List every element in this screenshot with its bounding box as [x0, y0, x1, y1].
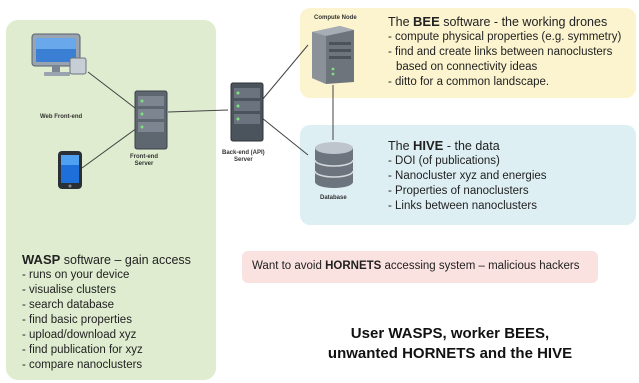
- smartphone-icon: [58, 151, 82, 189]
- frontend-server-icon: [134, 90, 168, 150]
- link-backend-database: [261, 117, 309, 156]
- wasp-item: - find basic properties: [22, 314, 132, 326]
- wasp-title: WASP software – gain access: [22, 252, 191, 267]
- bee-panel: [300, 8, 636, 98]
- bee-item: based on connectivity ideas: [396, 61, 538, 73]
- bee-item: - find and create links between nanoclus…: [388, 46, 613, 58]
- hive-list: - DOI (of publications) - Nanocluster xy…: [388, 154, 547, 214]
- caption-line-1: User WASPS, worker BEES,: [350, 325, 550, 342]
- bee-item: - compute physical properties (e.g. symm…: [388, 31, 622, 43]
- database-icon: [314, 142, 354, 188]
- backend-server-icon: [230, 82, 264, 142]
- link-phone-frontend: [81, 127, 138, 169]
- link-monitor-frontend: [87, 71, 136, 109]
- database-label: Database: [320, 195, 347, 201]
- link-frontend-backend: [167, 109, 229, 113]
- hornets-panel: [242, 251, 598, 283]
- bee-title: The BEE software - the working drones: [388, 14, 608, 29]
- wasp-list: - runs on your device - visualise cluste…: [22, 268, 191, 373]
- wasp-item: - upload/download xyz: [22, 329, 137, 341]
- wasp-item: - search database: [22, 299, 115, 311]
- backend-server-label: Back-end (API) Server: [222, 150, 265, 163]
- bee-description: The BEE software - the working drones - …: [388, 14, 621, 90]
- wasp-description: WASP software – gain access - runs on yo…: [22, 252, 191, 373]
- wasp-item: - find publication for xyz: [22, 344, 143, 356]
- bee-list: - compute physical properties (e.g. symm…: [388, 30, 621, 90]
- bee-item: - ditto for a common landscape.: [388, 76, 550, 88]
- hive-description: The HIVE - the data - DOI (of publicatio…: [388, 138, 547, 214]
- wasp-item: - runs on your device: [22, 269, 130, 281]
- link-backend-compute: [261, 44, 309, 101]
- monitor-icon: [31, 33, 87, 76]
- hive-title: The HIVE - the data: [388, 138, 500, 153]
- hive-item: - Links between nanoclusters: [388, 200, 537, 212]
- compute-node-label: Compute Node: [314, 15, 357, 21]
- hive-panel: [300, 125, 636, 225]
- web-frontend-label: Web Front-end: [40, 114, 83, 120]
- wasp-item: - visualise clusters: [22, 284, 116, 296]
- hornets-warning: Want to avoid HORNETS accessing system –…: [252, 260, 580, 272]
- wasp-item: - compare nanoclusters: [22, 359, 143, 371]
- caption-line-2: unwanted HORNETS and the HIVE: [327, 345, 573, 362]
- compute-node-icon: [312, 26, 354, 84]
- wasp-panel: [6, 20, 216, 380]
- diagram-caption: User WASPS, worker BEES, unwanted HORNET…: [300, 324, 600, 364]
- hive-item: - DOI (of publications): [388, 155, 500, 167]
- frontend-server-label: Front-end Server: [130, 154, 158, 167]
- hive-item: - Nanocluster xyz and energies: [388, 170, 547, 182]
- hive-item: - Properties of nanoclusters: [388, 185, 529, 197]
